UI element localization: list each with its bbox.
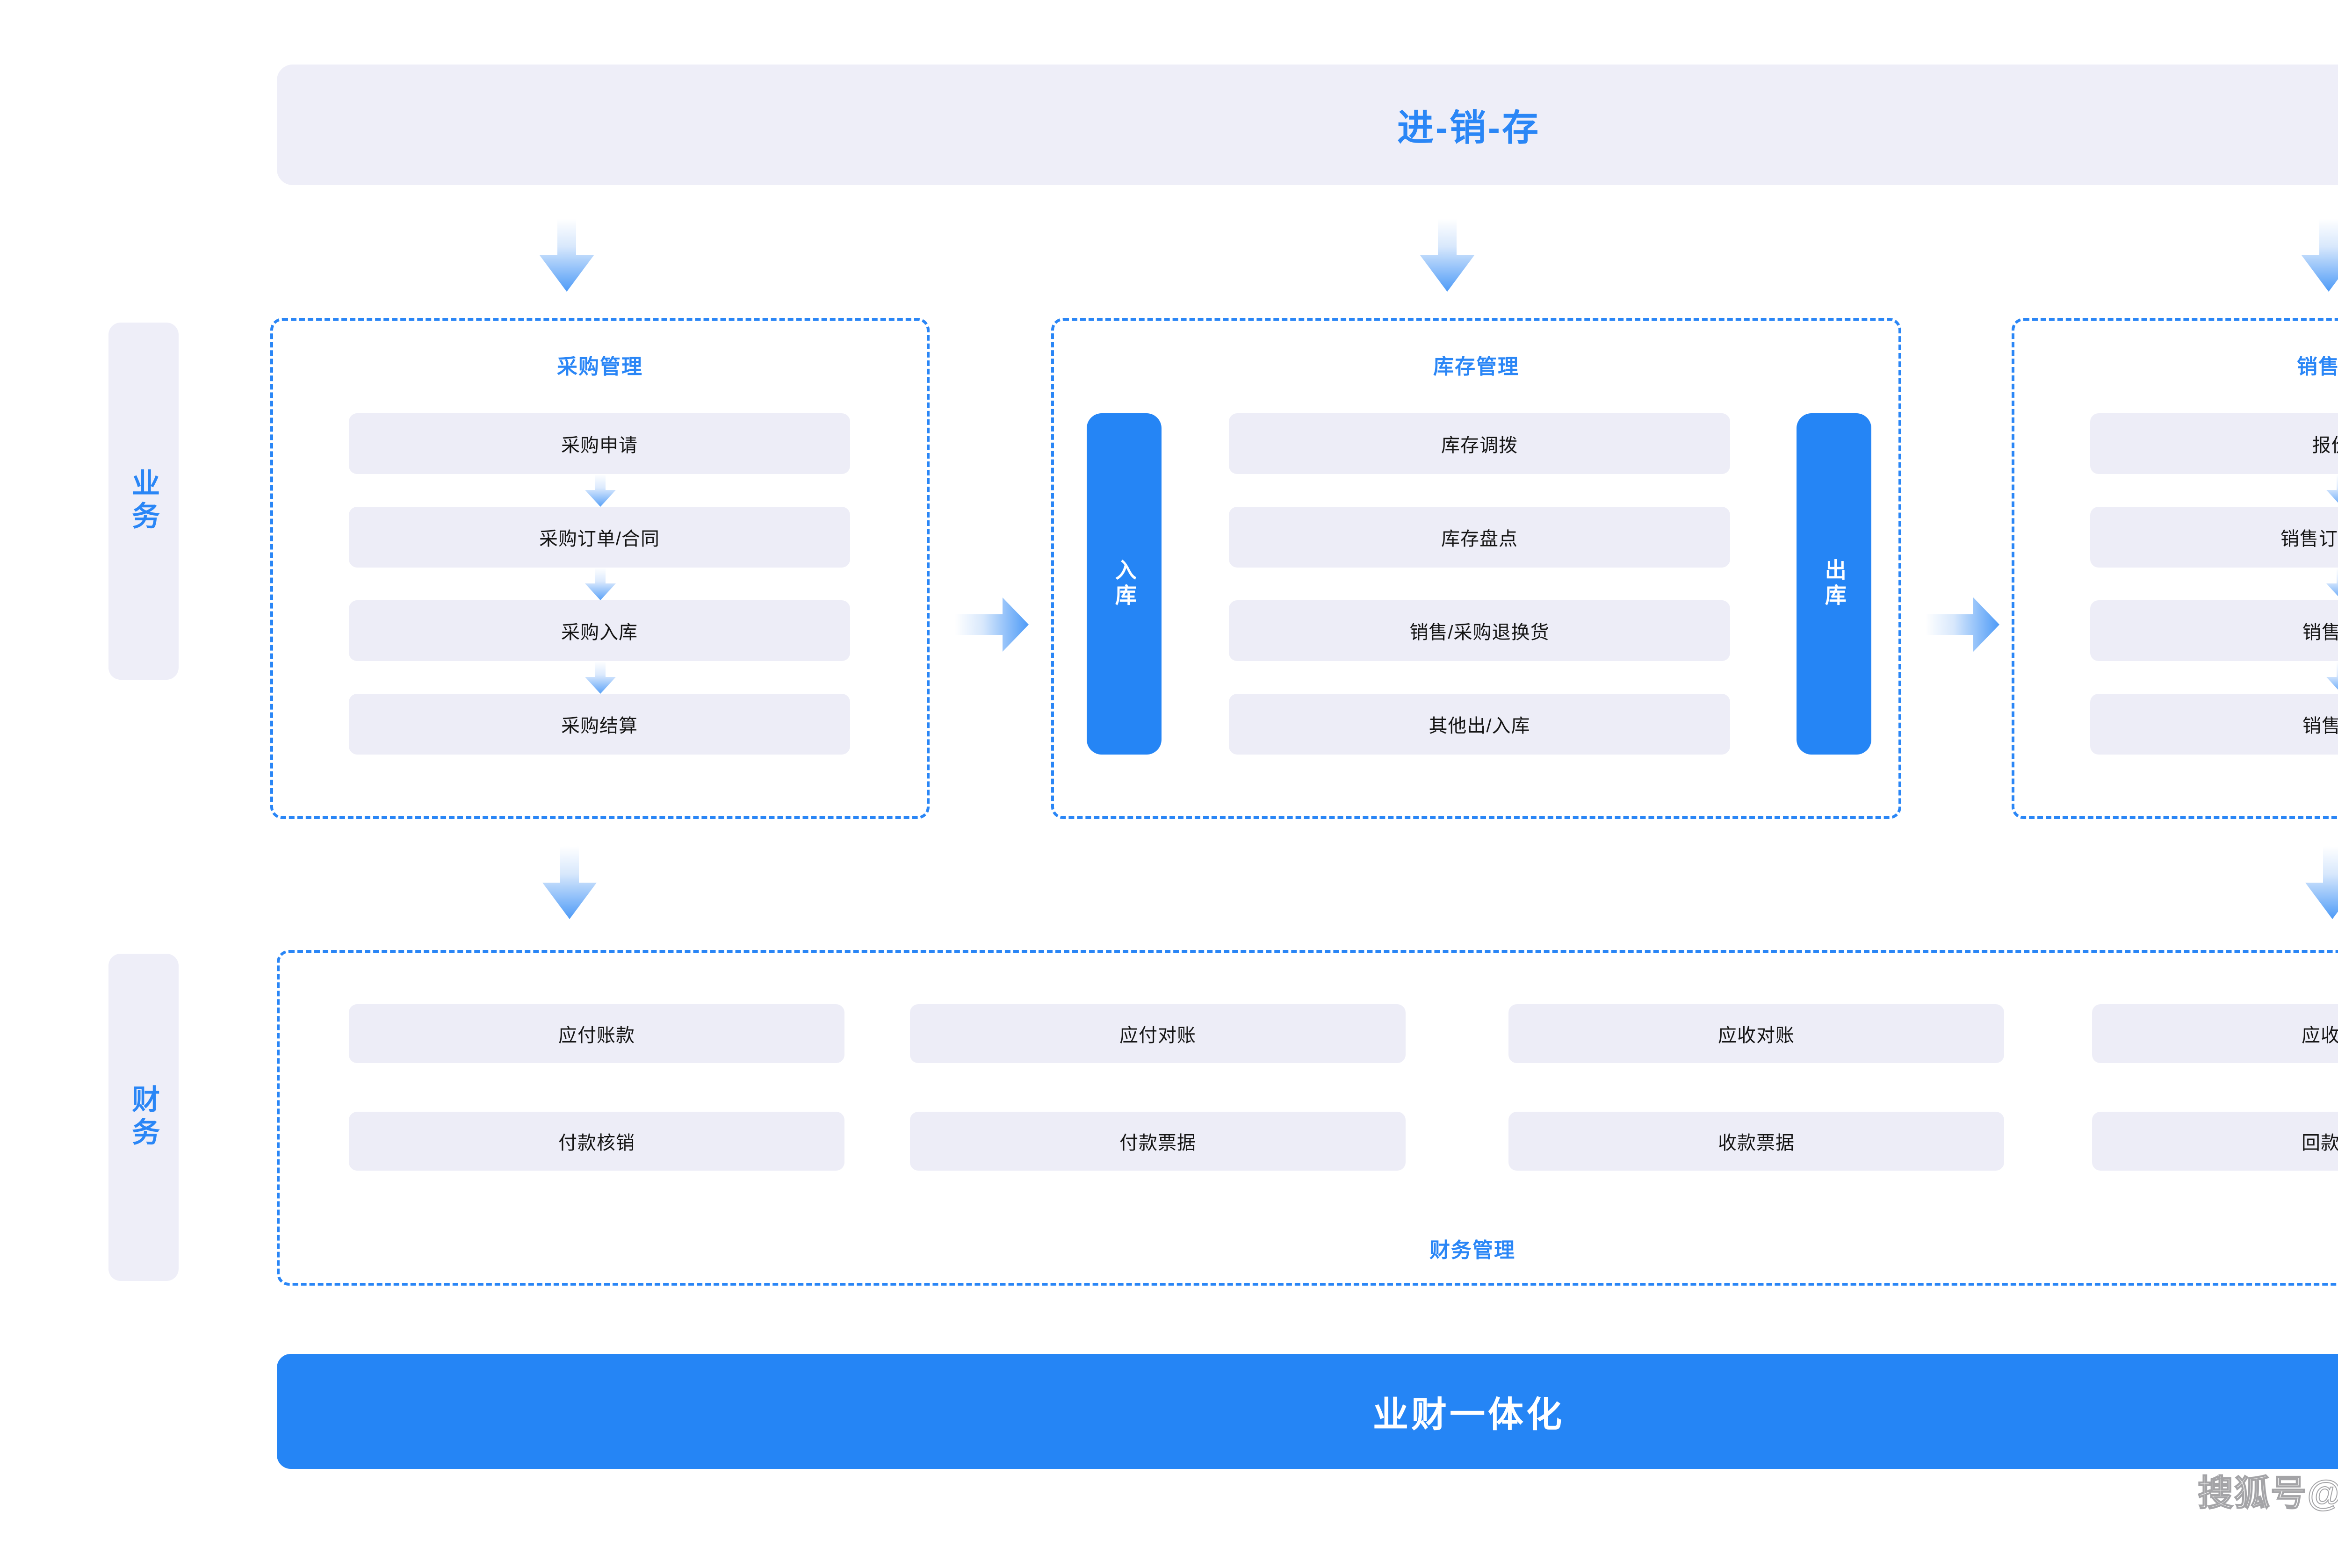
list-item[interactable]: 销售结算 xyxy=(2090,694,2338,755)
list-item[interactable]: 采购订单/合同 xyxy=(349,507,850,568)
list-item[interactable]: 应收对账 xyxy=(1508,1004,2004,1063)
arrow-down-icon xyxy=(2326,662,2338,690)
group-inventory-management: 库存管理 入库 出库 库存调拨 库存盘点 销售/采购退换货 其他出/入库 xyxy=(1051,318,1901,819)
list-item[interactable]: 采购申请 xyxy=(349,413,850,474)
arrow-down-icon xyxy=(585,568,616,600)
group-purchase-management: 采购管理 采购申请 采购订单/合同 采购入库 采购结算 xyxy=(270,318,930,819)
arrow-down-icon xyxy=(542,846,597,919)
list-item[interactable]: 库存调拨 xyxy=(1229,413,1730,474)
list-item[interactable]: 回款核销 xyxy=(2092,1112,2338,1171)
inbound-pill[interactable]: 入库 xyxy=(1087,413,1162,755)
arrow-down-icon xyxy=(540,219,594,292)
list-item[interactable]: 库存盘点 xyxy=(1229,507,1730,568)
arrow-down-icon xyxy=(585,475,616,507)
outbound-pill[interactable]: 出库 xyxy=(1797,413,1871,755)
arrow-down-icon xyxy=(2302,219,2338,292)
sidebar-item-finance: 财务 xyxy=(108,954,179,1281)
list-item[interactable]: 销售订单/合同 xyxy=(2090,507,2338,568)
group-title: 财务管理 xyxy=(1429,1239,1515,1262)
watermark: 搜狐号@制造业老简 xyxy=(2197,1473,2338,1514)
list-item[interactable]: 报价单 xyxy=(2090,413,2338,474)
group-title: 销售管理 xyxy=(2297,355,2338,378)
sidebar-item-business: 业务 xyxy=(108,323,179,680)
list-item[interactable]: 销售出库 xyxy=(2090,600,2338,661)
inbound-pill-label: 入库 xyxy=(1112,559,1137,609)
list-item[interactable]: 应付对账 xyxy=(910,1004,1406,1063)
arrow-down-icon xyxy=(2326,475,2338,503)
group-finance-management: 应付账款 应付对账 应收对账 应收账款 付款核销 付款票据 收款票据 回款核销 … xyxy=(277,950,2338,1286)
list-item[interactable]: 收款票据 xyxy=(1508,1112,2004,1171)
bottom-banner: 业财一体化 xyxy=(277,1354,2338,1469)
page-title: 进-销-存 xyxy=(1397,107,1540,148)
list-item[interactable]: 付款核销 xyxy=(349,1112,844,1171)
arrow-down-icon xyxy=(2326,568,2338,597)
list-item[interactable]: 付款票据 xyxy=(910,1112,1406,1171)
arrow-down-icon xyxy=(2305,846,2338,919)
group-title: 采购管理 xyxy=(557,355,643,378)
list-item[interactable]: 采购结算 xyxy=(349,694,850,755)
sidebar-item-label: 财务 xyxy=(128,1085,159,1150)
list-item[interactable]: 其他出/入库 xyxy=(1229,694,1730,755)
list-item[interactable]: 采购入库 xyxy=(349,600,850,661)
arrow-down-icon xyxy=(585,662,616,694)
sidebar-item-label: 业务 xyxy=(128,468,159,534)
outbound-pill-label: 出库 xyxy=(1822,559,1847,609)
bottom-banner-title: 业财一体化 xyxy=(1373,1395,1565,1435)
list-item[interactable]: 应收账款 xyxy=(2092,1004,2338,1063)
top-banner: 进-销-存 xyxy=(277,65,2338,185)
group-title: 库存管理 xyxy=(1433,355,1519,378)
list-item[interactable]: 应付账款 xyxy=(349,1004,844,1063)
arrow-right-icon xyxy=(1926,597,1999,652)
arrow-down-icon xyxy=(1420,219,1474,292)
list-item[interactable]: 销售/采购退换货 xyxy=(1229,600,1730,661)
arrow-right-icon xyxy=(955,597,1029,652)
group-sales-management: 销售管理 报价单 销售订单/合同 销售出库 销售结算 xyxy=(2012,318,2338,819)
